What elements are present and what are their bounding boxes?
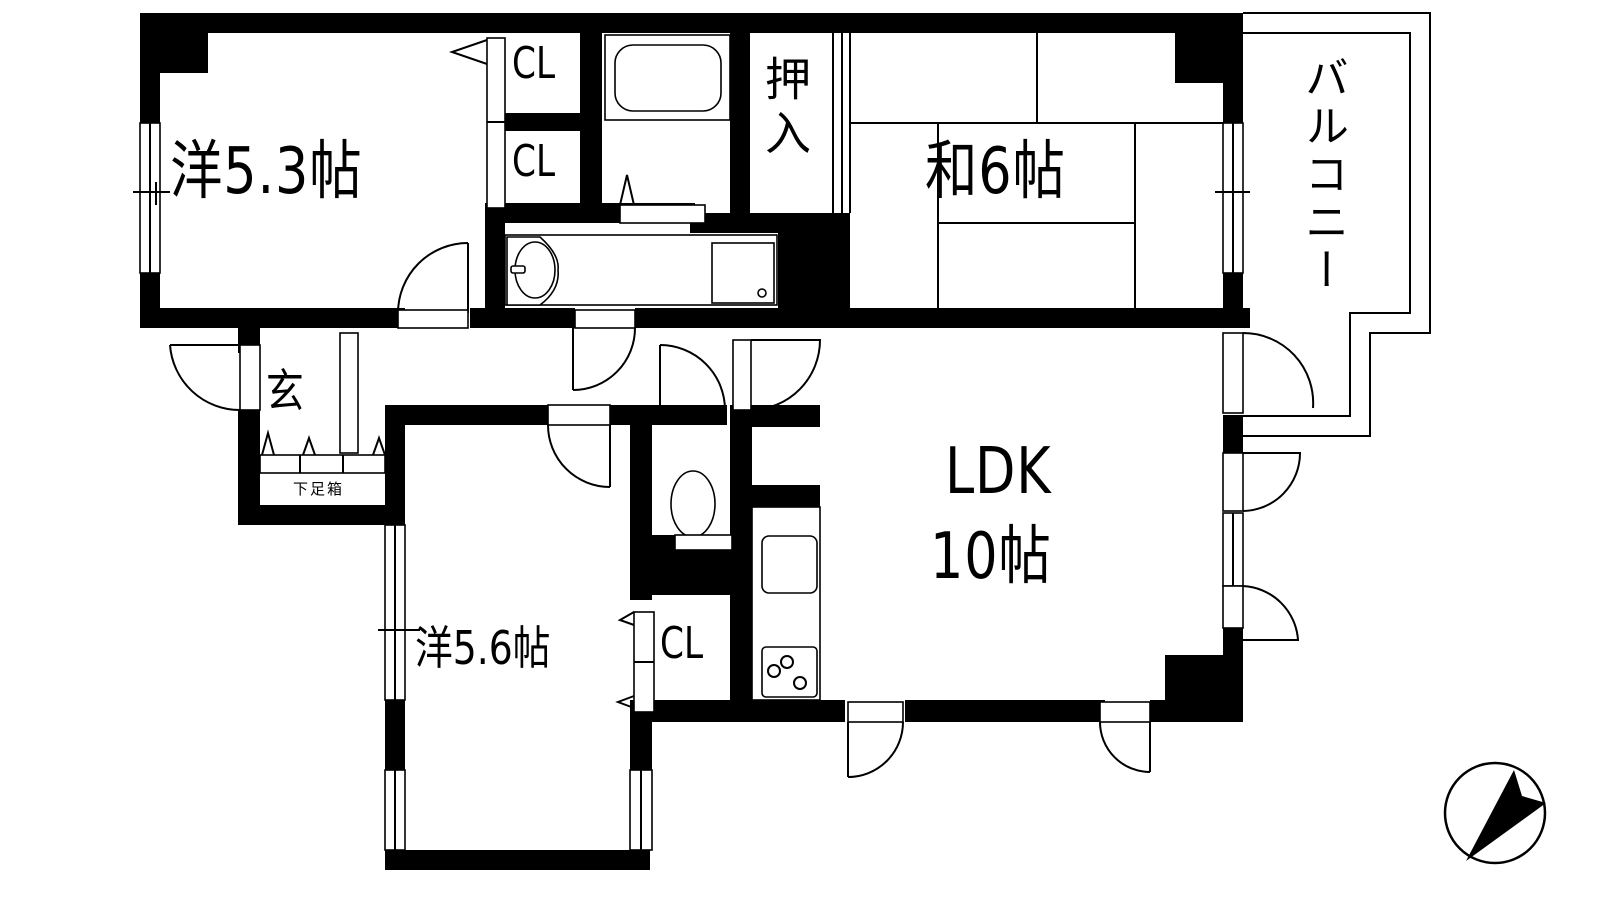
shoe-box-label: 下足箱 (293, 480, 345, 498)
balcony-outline (1243, 12, 1431, 437)
windows (133, 122, 1250, 851)
oshiire-label: 押入 (758, 55, 812, 163)
closet-label-1: CL (512, 38, 556, 89)
room-label-western-2: 洋5.6帖 (415, 621, 551, 675)
room-label-western-1: 洋5.3帖 (170, 135, 363, 209)
bathtub-icon (604, 34, 731, 224)
walls (140, 13, 1250, 870)
room-label-ldk: LDK (945, 435, 1052, 509)
swing-doors (169, 242, 1315, 778)
toilet-icon (670, 470, 733, 551)
room-label-balcony: バルコニー (1297, 55, 1348, 295)
room-label-japanese: 和6帖 (925, 135, 1066, 209)
tatami-lines (841, 33, 1223, 328)
room-label-ldk-size: 10帖 (930, 520, 1052, 594)
north-arrow-icon (1443, 761, 1547, 865)
kitchen-sink-icon (761, 535, 818, 594)
kitchen-counter (751, 506, 821, 701)
gas-stove-icon (761, 646, 818, 698)
shoe-box (259, 332, 386, 474)
room-label-entrance: 玄 (266, 364, 304, 418)
closet-label-2: CL (512, 136, 556, 187)
washing-machine-pan-icon (711, 242, 775, 304)
closet-doors (448, 33, 834, 713)
closet-label-3: CL (660, 618, 704, 669)
